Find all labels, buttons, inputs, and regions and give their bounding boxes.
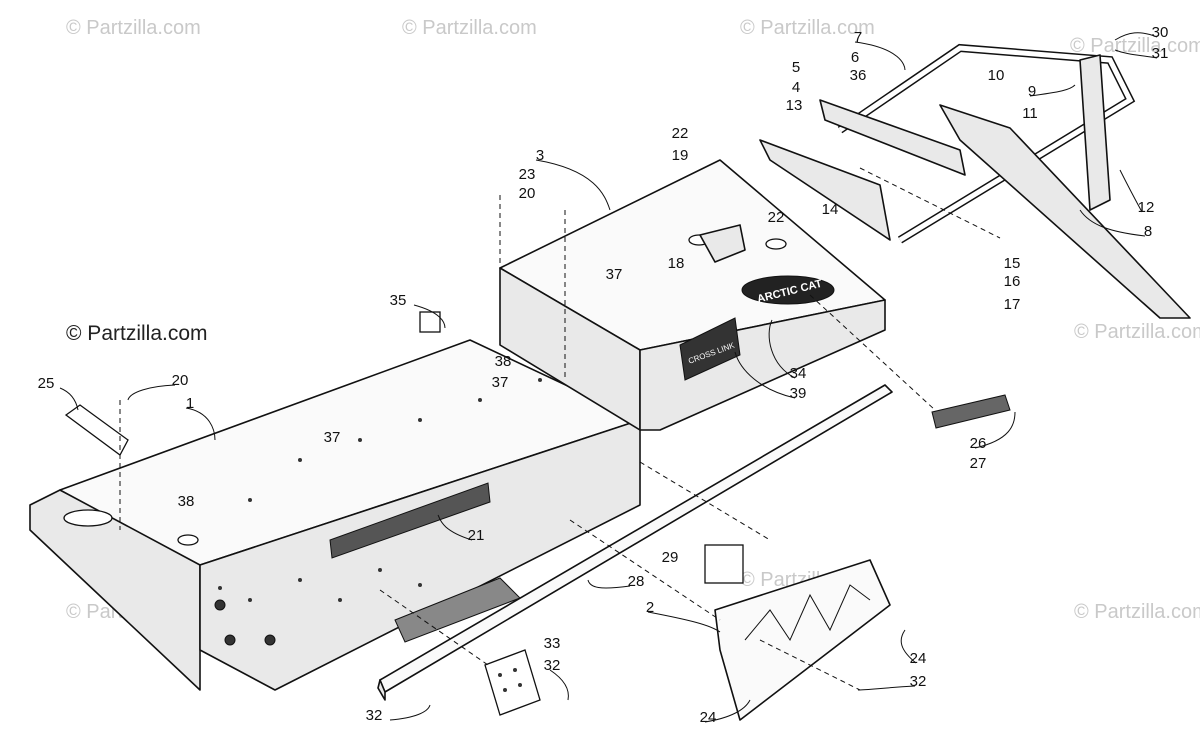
callout-number: 21 (468, 527, 485, 544)
callout-number: 29 (662, 549, 679, 566)
plate-33 (484, 649, 541, 716)
callout-number: 31 (1152, 45, 1169, 62)
watermark-text: © Partzilla.com (402, 17, 537, 39)
watermark-text: © Partzilla.com (740, 17, 875, 39)
callout-number: 16 (1004, 273, 1021, 290)
reflector-26 (931, 394, 1011, 429)
callout-number: 8 (1144, 223, 1152, 240)
callout-number: 24 (700, 709, 717, 726)
callout-number: 7 (854, 29, 862, 46)
callout-number: 11 (1022, 105, 1038, 122)
snow-flap (939, 104, 1191, 319)
callout-number: 23 (519, 166, 536, 183)
bracket-18 (699, 224, 746, 263)
callout-number: 13 (786, 97, 803, 114)
callout-number: 37 (324, 429, 341, 446)
callout-number: 37 (492, 374, 509, 391)
bumper-strap (1079, 54, 1111, 211)
callout-number: 9 (1028, 83, 1036, 100)
callout-number: 25 (38, 375, 55, 392)
running-board-rail (377, 384, 893, 701)
callout-number: 30 (1152, 24, 1169, 41)
watermark-text: © Partzilla.com (1070, 35, 1200, 57)
callout-number: 1 (186, 395, 194, 412)
callout-number: 17 (1004, 296, 1021, 313)
tunnel-hole (177, 534, 199, 546)
bracket-29 (704, 544, 744, 584)
callout-number: 24 (910, 650, 927, 667)
callout-number: 22 (672, 125, 689, 142)
decal-35 (419, 311, 441, 333)
callout-number: 38 (178, 493, 195, 510)
callout-number: 38 (495, 353, 512, 370)
watermark-text: © Partzilla.com (1074, 601, 1200, 623)
callout-number: 19 (672, 147, 689, 164)
callout-number: 39 (790, 385, 807, 402)
callout-number: 6 (851, 49, 859, 66)
callout-number: 36 (850, 67, 867, 84)
leader-lines (59, 32, 1158, 723)
arctic-cat-logo: ARCTIC CAT (741, 275, 835, 306)
callout-number: 10 (988, 67, 1005, 84)
callout-number: 28 (628, 573, 645, 590)
watermark-text: © Partzilla.com (1074, 321, 1200, 343)
callout-number: 32 (544, 657, 561, 674)
rail-bracket-6 (819, 99, 966, 176)
callout-number: 33 (544, 635, 561, 652)
assembly-lines (119, 167, 1001, 691)
callout-number: 32 (910, 673, 927, 690)
rail-end (377, 679, 386, 701)
rail-bracket-4 (759, 139, 891, 241)
callout-labels: 1234567891011121314151617181920202122222… (38, 24, 1169, 726)
watermark-text: © Partzilla.com (66, 17, 201, 39)
callout-number: 20 (519, 185, 536, 202)
callout-number: 32 (366, 707, 383, 724)
callout-number: 12 (1138, 199, 1155, 216)
callout-number: 20 (172, 372, 189, 389)
callout-number: 27 (970, 455, 987, 472)
suspension-bracket (714, 559, 891, 721)
callout-number: 22 (768, 209, 785, 226)
watermark-text: © Partzilla.com (66, 322, 208, 345)
callout-number: 14 (822, 201, 839, 218)
tunnel-rear-section: ARCTIC CAT CROSS LINK (499, 159, 886, 431)
callout-number: 15 (1004, 255, 1021, 272)
deck-hole (765, 238, 787, 250)
callout-number: 26 (970, 435, 987, 452)
bracket-25 (64, 404, 129, 456)
reflector-decal (329, 482, 491, 559)
rear-deck-front (639, 299, 886, 431)
rear-bumper (837, 43, 1191, 319)
callout-number: 4 (792, 79, 800, 96)
rivet-holes (214, 378, 542, 646)
callout-number: 34 (790, 365, 807, 382)
callout-number: 5 (792, 59, 800, 76)
callout-number: 35 (390, 292, 407, 309)
callout-number: 37 (606, 266, 623, 283)
tunnel-front-section (29, 339, 641, 691)
callout-number: 18 (668, 255, 685, 272)
callout-number: 3 (536, 147, 544, 164)
tunnel-slot (63, 509, 113, 527)
callout-number: 2 (646, 599, 654, 616)
